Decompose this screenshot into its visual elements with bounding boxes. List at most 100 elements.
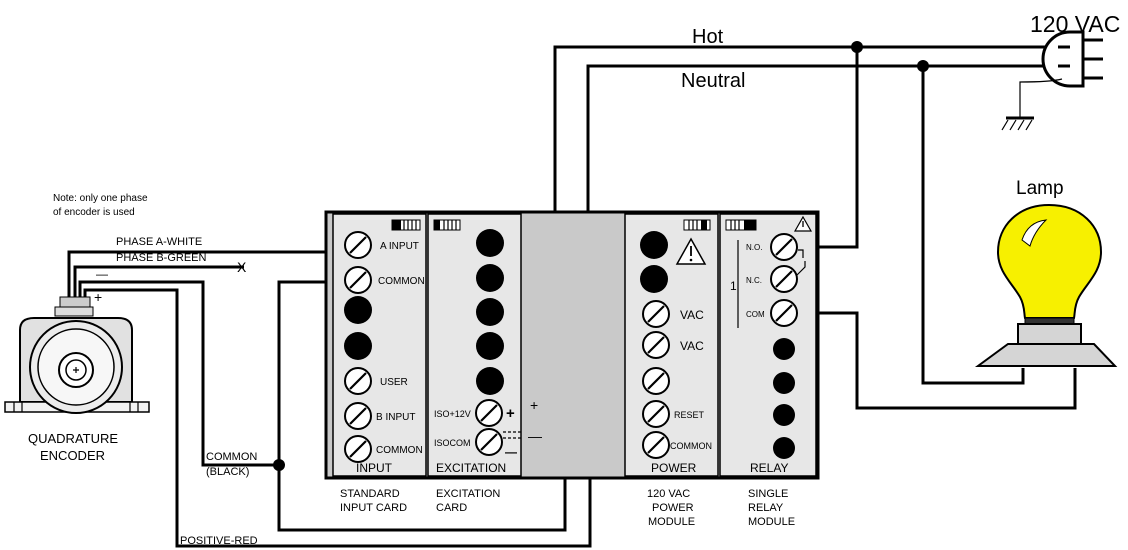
terminal-label: VAC bbox=[680, 339, 704, 353]
excitation-card-caption-1: EXCITATION bbox=[436, 488, 500, 500]
relay-card-caption-3: MODULE bbox=[748, 516, 795, 528]
excitation-card: ISO+12V + ISOCOM — EXCITATION bbox=[427, 213, 522, 477]
blank-terminal bbox=[476, 367, 504, 395]
relay-card-caption-2: RELAY bbox=[748, 502, 784, 514]
phase-a-label: PHASE A-WHITE bbox=[116, 236, 202, 248]
terminal-label: N.C. bbox=[746, 276, 762, 285]
common-label: COMMON bbox=[206, 451, 257, 463]
neutral-junction-dot bbox=[917, 60, 929, 72]
terminal-vac-hot[interactable]: VAC bbox=[642, 300, 704, 328]
encoder-label-1: QUADRATURE bbox=[28, 431, 118, 446]
note-line-1: Note: only one phase bbox=[53, 193, 148, 204]
relay-number: 1 bbox=[730, 279, 737, 293]
input-card-caption-1: STANDARD bbox=[340, 488, 400, 500]
encoder-plus-sign: + bbox=[94, 289, 102, 305]
lamp-icon bbox=[974, 203, 1118, 367]
terminal-user[interactable]: USER bbox=[344, 367, 408, 395]
terminal-label: COMMON bbox=[378, 276, 425, 287]
blank-terminal bbox=[344, 332, 372, 360]
power-card: VAC VAC RESET COMMON POWER bbox=[624, 213, 719, 477]
card-name: INPUT bbox=[356, 461, 393, 475]
terminal-b-input[interactable]: B INPUT bbox=[344, 402, 415, 430]
terminal-label: COMMON bbox=[376, 445, 423, 456]
positive-red-label: POSITIVE-RED bbox=[180, 535, 258, 547]
neutral-label: Neutral bbox=[681, 70, 745, 92]
blank-terminal bbox=[476, 229, 504, 257]
common-black-label: (BLACK) bbox=[206, 466, 249, 478]
terminal-label: COM bbox=[746, 310, 765, 319]
excitation-card-caption-2: CARD bbox=[436, 502, 467, 514]
open-end-marker: X bbox=[237, 259, 247, 275]
terminal-label: RESET bbox=[674, 410, 705, 420]
common-black-wire bbox=[78, 280, 279, 467]
common-junction-dot bbox=[273, 459, 285, 471]
relay-card-caption-1: SINGLE bbox=[748, 488, 788, 500]
excitation-minus-sign: — bbox=[528, 428, 542, 444]
power-card-caption-1: 120 VAC bbox=[647, 488, 690, 500]
encoder-label-2: ENCODER bbox=[40, 448, 105, 463]
blank-terminal bbox=[344, 296, 372, 324]
terminal-reset[interactable]: RESET bbox=[642, 400, 705, 428]
supply-label: 120 VAC bbox=[1030, 11, 1120, 37]
terminal-blank bbox=[642, 367, 670, 395]
blank-terminal bbox=[640, 231, 668, 259]
ground-icon bbox=[1001, 78, 1063, 131]
blank-terminal bbox=[773, 437, 795, 459]
blank-terminal bbox=[773, 338, 795, 360]
terminal-common-2[interactable]: COMMON bbox=[344, 435, 423, 463]
terminal-label: USER bbox=[380, 377, 408, 388]
encoder-minus-sign: — bbox=[96, 267, 108, 281]
terminal-com[interactable]: COM bbox=[746, 299, 798, 327]
terminal-label: N.O. bbox=[746, 243, 762, 252]
phase-b-label: PHASE B-GREEN bbox=[116, 252, 207, 264]
terminal-label: COMMON bbox=[670, 441, 712, 451]
blank-terminal bbox=[640, 265, 668, 293]
input-card: A INPUT COMMON USER B INPUT COMMON INPUT bbox=[332, 213, 427, 477]
plug-icon bbox=[1041, 30, 1103, 88]
terminal-nc[interactable]: N.C. bbox=[746, 265, 798, 293]
power-card-caption-2: POWER bbox=[652, 502, 694, 514]
terminal-isocom[interactable]: ISOCOM — bbox=[434, 428, 521, 459]
card-name: RELAY bbox=[750, 461, 788, 475]
terminal-minus-sign: — bbox=[505, 445, 517, 459]
power-card-caption-3: MODULE bbox=[648, 516, 695, 528]
terminal-a-input[interactable]: A INPUT bbox=[344, 231, 419, 259]
warning-icon bbox=[793, 215, 813, 232]
dip-switch-icon bbox=[391, 219, 421, 231]
input-card-caption-2: INPUT CARD bbox=[340, 502, 407, 514]
blank-terminal bbox=[773, 404, 795, 426]
terminal-label: ISO+12V bbox=[434, 409, 471, 419]
blank-terminal bbox=[476, 264, 504, 292]
hot-label: Hot bbox=[692, 26, 724, 48]
terminal-label: B INPUT bbox=[376, 412, 415, 423]
terminal-iso-12v[interactable]: ISO+12V + bbox=[434, 399, 515, 427]
terminal-vac-neutral[interactable]: VAC bbox=[642, 331, 704, 359]
note-line-2: of encoder is used bbox=[53, 207, 135, 218]
dip-switch-icon bbox=[683, 219, 711, 231]
warning-icon bbox=[675, 237, 707, 265]
phase-b-wire bbox=[73, 265, 244, 297]
terminal-common[interactable]: COMMON bbox=[642, 431, 712, 459]
dip-switch-icon bbox=[725, 219, 757, 231]
terminal-common[interactable]: COMMON bbox=[344, 266, 425, 294]
dip-switch-icon bbox=[433, 219, 461, 231]
neutral-to-lamp-wire bbox=[921, 66, 1025, 385]
encoder-icon bbox=[4, 296, 150, 414]
terminal-label: ISOCOM bbox=[434, 438, 471, 448]
blank-terminal bbox=[476, 298, 504, 326]
phase-a-wire bbox=[67, 250, 358, 297]
blank-terminal bbox=[773, 372, 795, 394]
blank-terminal bbox=[476, 332, 504, 360]
card-name: POWER bbox=[651, 461, 697, 475]
terminal-label: A INPUT bbox=[380, 241, 419, 252]
excitation-plus-sign: + bbox=[530, 397, 538, 413]
terminal-label: VAC bbox=[680, 308, 704, 322]
relay-contact-icon bbox=[796, 249, 806, 276]
terminal-no[interactable]: N.O. bbox=[746, 233, 798, 261]
hot-junction-dot bbox=[851, 41, 863, 53]
terminal-plus-sign: + bbox=[506, 405, 515, 422]
relay-card: 1 N.O. N.C. COM RELAY bbox=[719, 213, 817, 477]
card-name: EXCITATION bbox=[436, 461, 506, 475]
relay-to-lamp-wire bbox=[798, 311, 1077, 410]
